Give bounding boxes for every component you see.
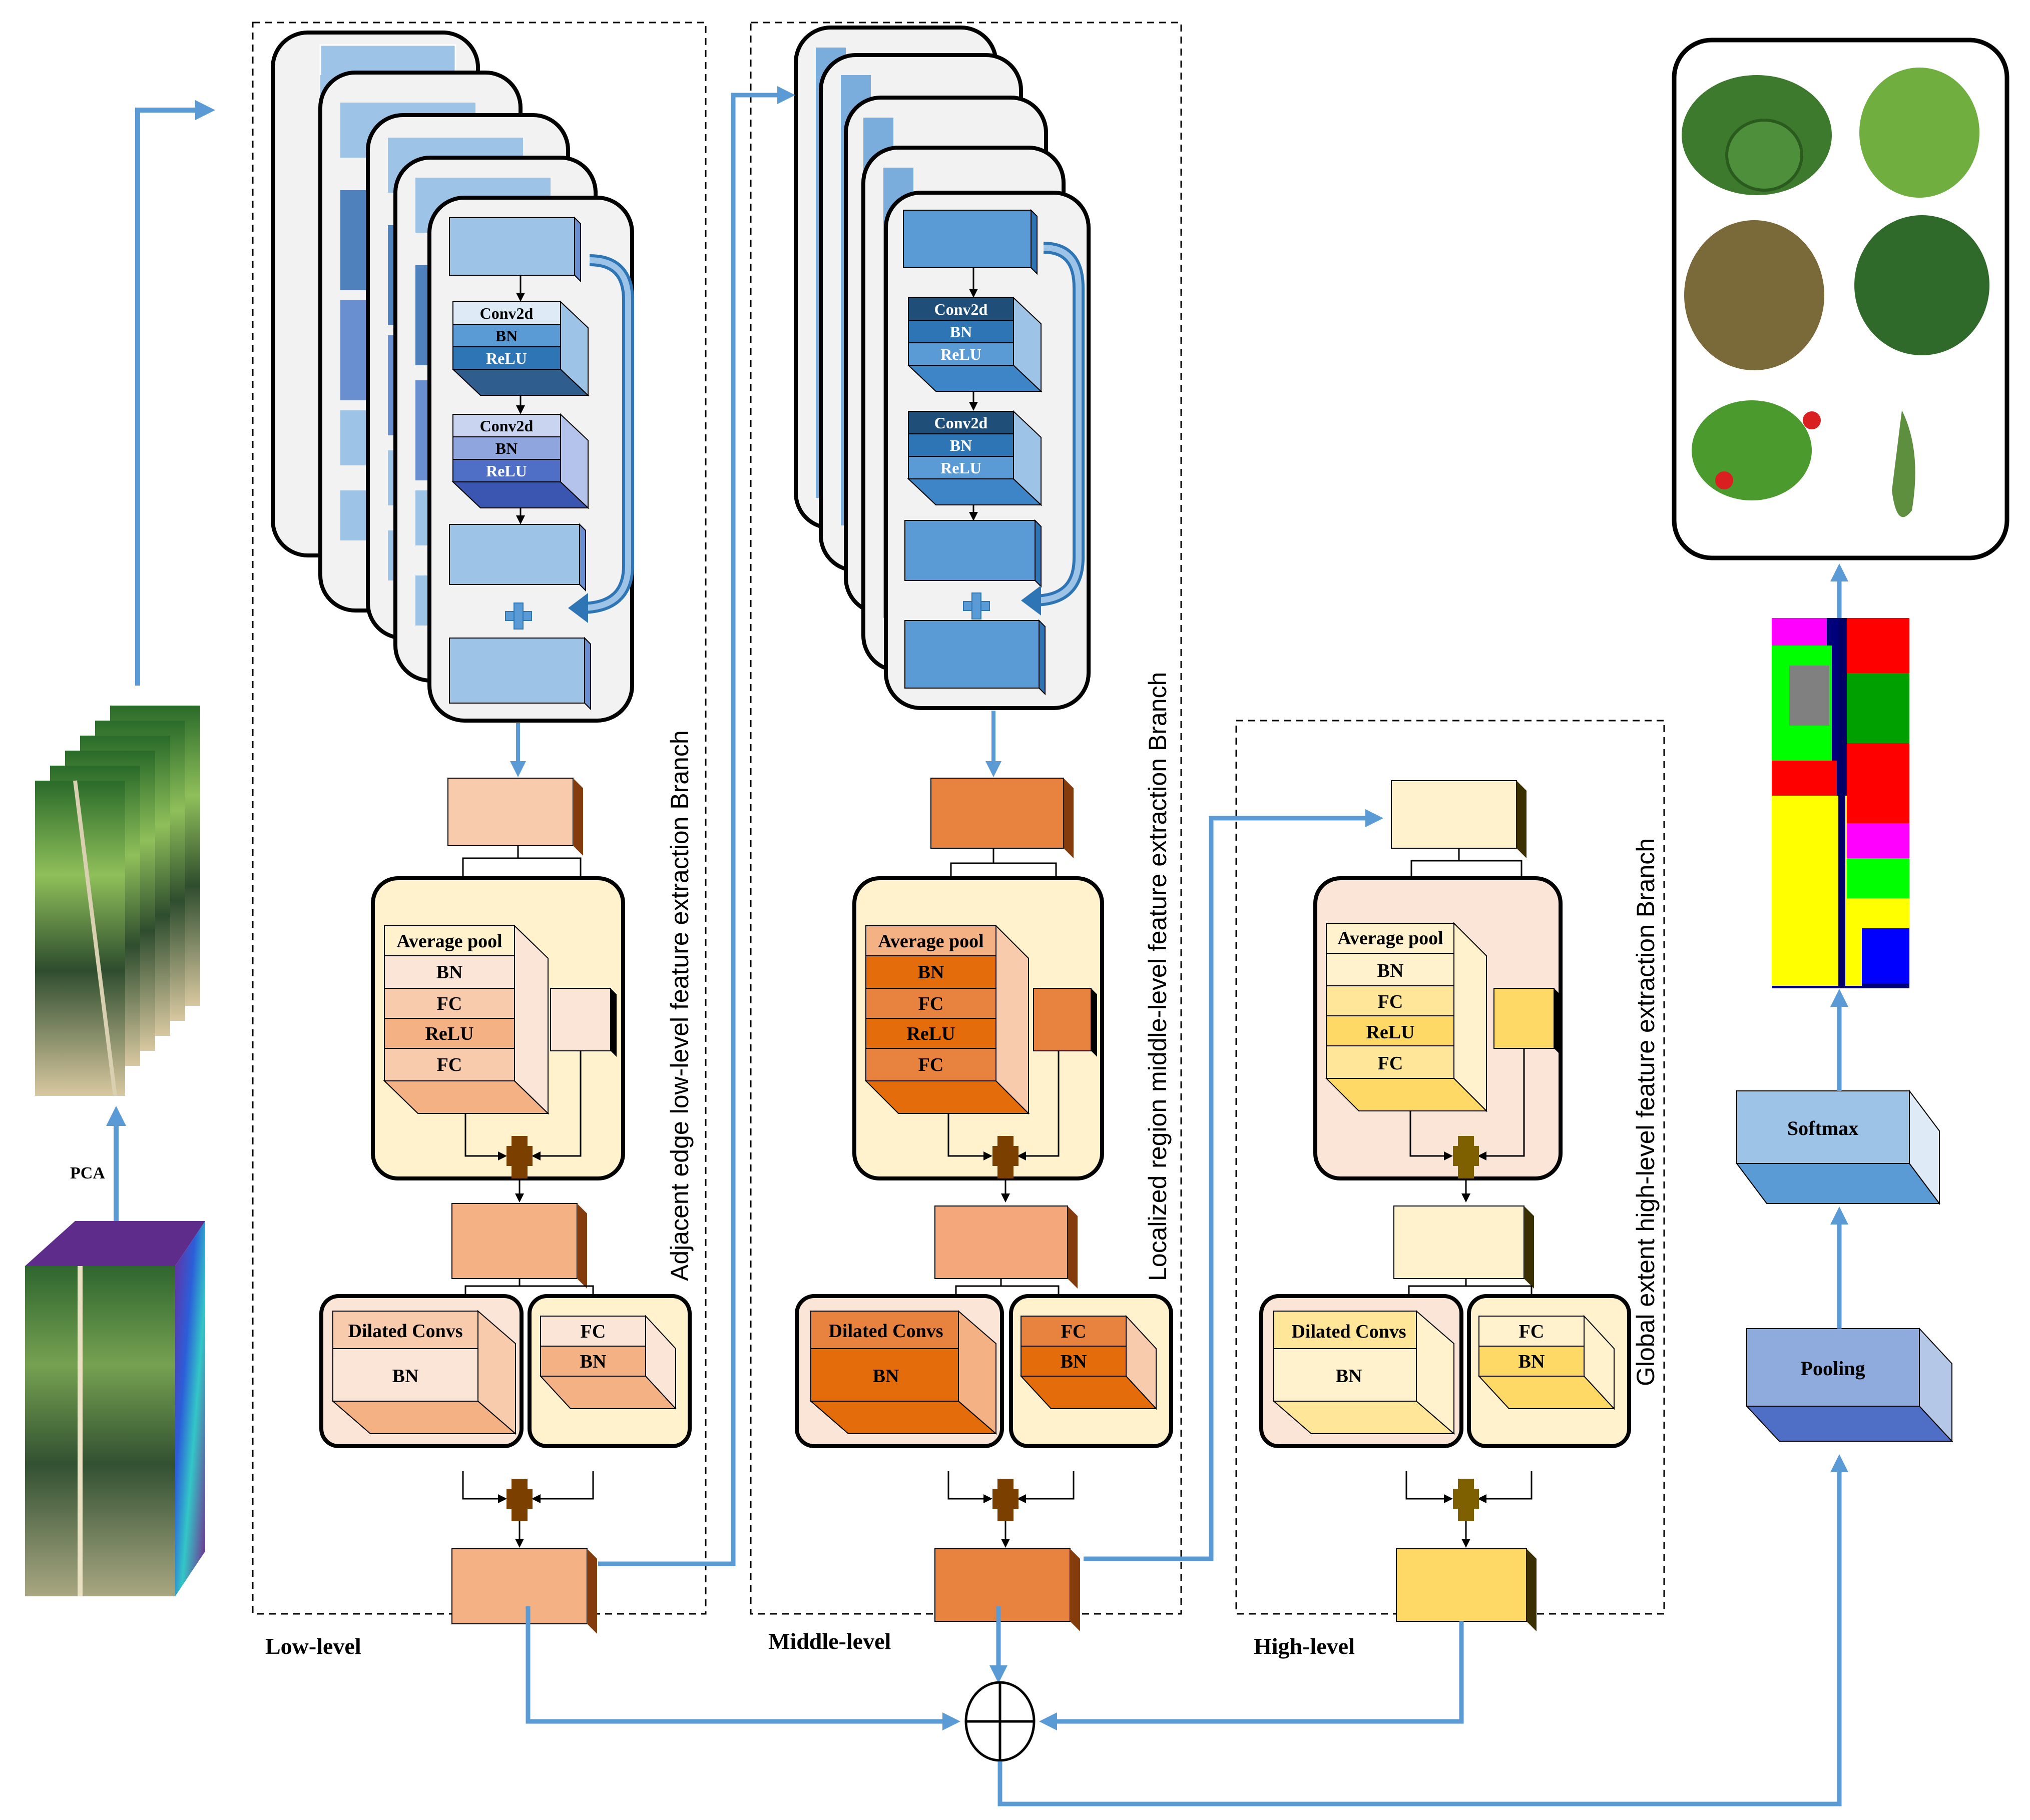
low-level-branch-title: Adjacent edge low-level feature extracti… bbox=[666, 730, 694, 1281]
summation-icon bbox=[964, 1681, 1036, 1762]
pca-label: PCA bbox=[70, 1164, 105, 1182]
low-level-attention-module bbox=[371, 778, 625, 1202]
low-fc: FC bbox=[581, 1321, 606, 1342]
mid-att-fc-1: FC bbox=[918, 993, 944, 1014]
mid-att-relu: ReLU bbox=[906, 1023, 955, 1044]
pooling-label: Pooling bbox=[1801, 1357, 1865, 1380]
softmax-label: Softmax bbox=[1787, 1117, 1858, 1139]
high-level-attention-module bbox=[1313, 780, 1563, 1202]
mid-dilated-bn: BN bbox=[873, 1366, 899, 1387]
high-fc: FC bbox=[1519, 1321, 1545, 1342]
middle-level-attention-module bbox=[852, 778, 1104, 1202]
add-icon bbox=[992, 1136, 1019, 1178]
mid-relu-2: ReLU bbox=[940, 459, 981, 477]
mid-att-fc-2: FC bbox=[918, 1054, 944, 1075]
sum-to-pooling-arrow bbox=[997, 1454, 1848, 1806]
middle-level-dilated-module bbox=[795, 1205, 1173, 1631]
low-level-label: Low-level bbox=[265, 1633, 361, 1659]
classification-map-icon bbox=[1772, 618, 1909, 988]
high-att-fc-1: FC bbox=[1378, 991, 1403, 1012]
high-level-dilated-module bbox=[1259, 1205, 1631, 1631]
crop-photos-icon bbox=[1672, 38, 2009, 560]
low-level-residual-stack bbox=[271, 31, 634, 723]
add-icon bbox=[1453, 1136, 1479, 1178]
add-icon bbox=[505, 602, 532, 630]
low-relu-2: ReLU bbox=[486, 462, 527, 480]
high-to-sum-arrow bbox=[1039, 1621, 1464, 1730]
high-level-branch-title: Global extent high-level feature extract… bbox=[1632, 838, 1660, 1386]
mid-dilated-convs: Dilated Convs bbox=[828, 1321, 943, 1342]
add-icon bbox=[506, 1479, 533, 1521]
low-att-bn: BN bbox=[436, 962, 463, 983]
low-average-pool: Average pool bbox=[396, 931, 502, 952]
softmax-block bbox=[1736, 1089, 1940, 1205]
mid-relu-1: ReLU bbox=[940, 345, 981, 363]
pca-cube-stack-icon bbox=[35, 706, 200, 1096]
low-conv2d-1: Conv2d bbox=[480, 304, 534, 322]
high-average-pool: Average pool bbox=[1337, 928, 1443, 949]
high-att-relu: ReLU bbox=[1366, 1022, 1414, 1043]
low-conv2d-2: Conv2d bbox=[480, 417, 534, 435]
mid-conv2d-1: Conv2d bbox=[934, 300, 988, 318]
low-att-relu: ReLU bbox=[425, 1023, 473, 1044]
low-att-fc-2: FC bbox=[437, 1054, 462, 1075]
mid-bn-2: BN bbox=[950, 436, 972, 454]
mid-average-pool: Average pool bbox=[878, 931, 983, 952]
mid-fc-bn: BN bbox=[1061, 1351, 1087, 1372]
low-level-dilated-module bbox=[319, 1203, 692, 1634]
mid-bn-1: BN bbox=[950, 323, 972, 341]
high-dilated-bn: BN bbox=[1336, 1366, 1362, 1387]
input-arrow bbox=[135, 100, 215, 686]
high-fc-bn: BN bbox=[1518, 1351, 1545, 1372]
middle-to-high-arrow bbox=[1084, 809, 1383, 1561]
high-att-bn: BN bbox=[1377, 960, 1404, 981]
low-bn-1: BN bbox=[495, 327, 518, 345]
add-icon bbox=[1453, 1479, 1479, 1521]
low-fc-bn: BN bbox=[580, 1351, 607, 1372]
high-att-fc-2: FC bbox=[1378, 1053, 1403, 1074]
low-dilated-bn: BN bbox=[392, 1366, 419, 1387]
middle-level-residual-stack bbox=[794, 26, 1091, 710]
low-to-sum-arrow bbox=[526, 1606, 960, 1730]
low-bn-2: BN bbox=[495, 439, 518, 457]
high-dilated-convs: Dilated Convs bbox=[1291, 1321, 1406, 1342]
low-to-middle-arrow bbox=[598, 86, 795, 1566]
mid-conv2d-2: Conv2d bbox=[934, 414, 988, 432]
low-att-fc-1: FC bbox=[437, 993, 462, 1014]
pooling-block bbox=[1745, 1327, 1953, 1443]
mid-fc: FC bbox=[1061, 1321, 1087, 1342]
add-icon bbox=[963, 592, 990, 620]
middle-level-branch-title: Localized region middle-level feature ex… bbox=[1144, 672, 1172, 1281]
hyperspectral-cube-icon bbox=[25, 1221, 205, 1596]
mid-att-bn: BN bbox=[918, 962, 944, 983]
high-level-label: High-level bbox=[1254, 1633, 1355, 1659]
middle-level-label: Middle-level bbox=[768, 1628, 891, 1654]
low-dilated-convs: Dilated Convs bbox=[348, 1321, 462, 1342]
add-icon bbox=[992, 1479, 1019, 1521]
low-relu-1: ReLU bbox=[486, 349, 527, 367]
add-icon bbox=[506, 1136, 533, 1178]
